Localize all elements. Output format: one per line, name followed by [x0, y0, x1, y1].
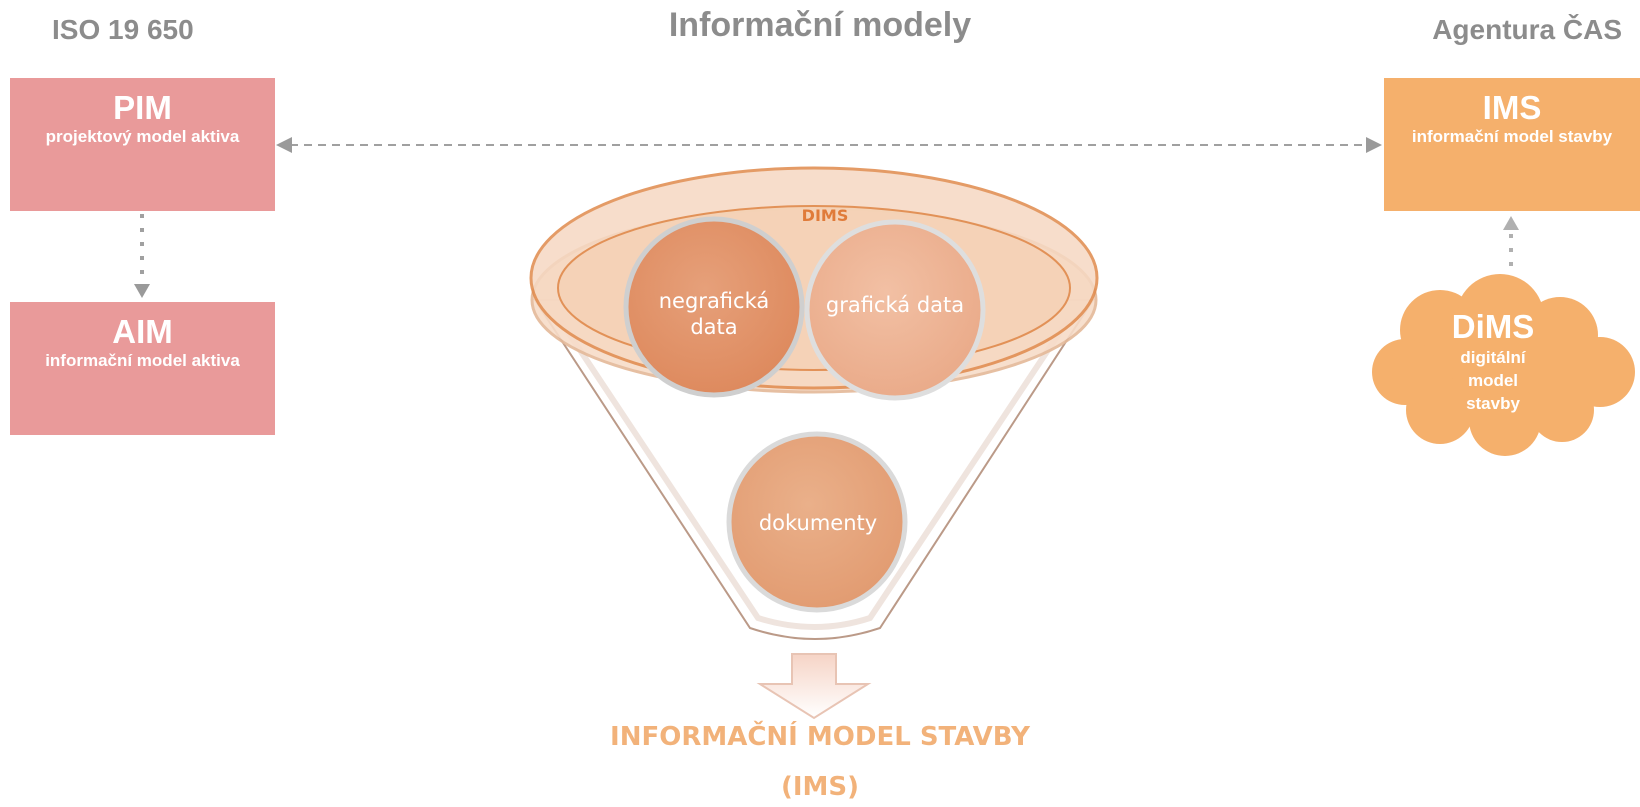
- arrowhead-right-icon: [1366, 137, 1382, 153]
- dims-cloud-label: DiMS digitální model stavby: [1390, 308, 1596, 415]
- dims-desc: digitální model stavby: [1460, 348, 1526, 413]
- negraficka-data-label: negrafická data: [658, 289, 770, 339]
- ims-desc: informační model stavby: [1411, 127, 1613, 146]
- aim-box: AIM informační model aktiva: [10, 302, 275, 435]
- pim-box: PIM projektový model aktiva: [10, 78, 275, 211]
- aim-desc: informační model aktiva: [45, 351, 240, 370]
- arrowhead-up-icon: [1503, 216, 1519, 230]
- ims-box: IMS informační model stavby: [1384, 78, 1640, 211]
- header-iso: ISO 19 650: [52, 14, 194, 45]
- output-arrow-icon: [756, 653, 872, 720]
- pim-abbr: PIM: [113, 89, 172, 126]
- ims-abbr: IMS: [1482, 89, 1542, 126]
- dims-cloud-shape: [1372, 274, 1635, 456]
- pim-desc: projektový model aktiva: [45, 127, 240, 146]
- circle-graficka-data: [804, 219, 986, 401]
- arrowhead-down-icon: [134, 284, 150, 298]
- circle-dokumenty: [726, 431, 908, 613]
- aim-abbr: AIM: [112, 313, 173, 350]
- graficka-data-label: grafická data: [825, 293, 965, 317]
- funnel-rim-label: DIMS: [801, 206, 849, 225]
- dokumenty-label: dokumenty: [758, 511, 878, 535]
- output-title: INFORMAČNÍ MODEL STAVBY: [610, 722, 1030, 752]
- page-title: Informační modely: [668, 6, 972, 44]
- circle-negraficka-data: [623, 216, 805, 398]
- arrowhead-left-icon: [276, 137, 292, 153]
- dims-abbr: DiMS: [1451, 308, 1535, 345]
- header-agency: Agentura ČAS: [1432, 14, 1622, 45]
- output-abbr: (IMS): [780, 772, 860, 802]
